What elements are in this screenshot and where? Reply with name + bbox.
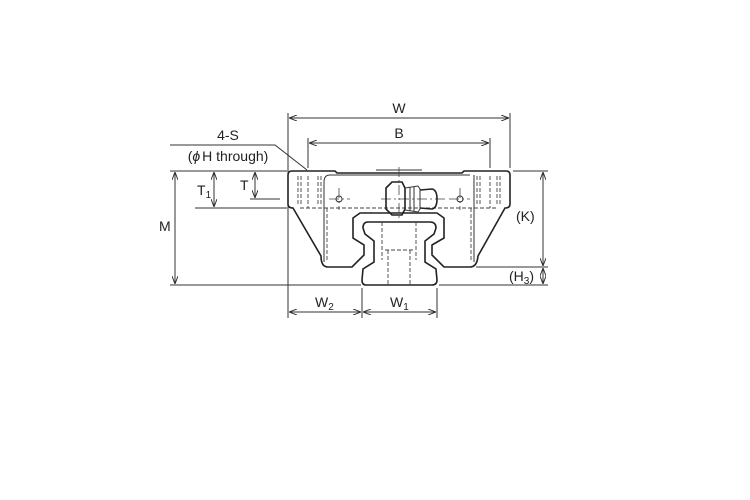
label-part: (H xyxy=(509,268,524,284)
extension-lines xyxy=(170,113,548,318)
label-part: T xyxy=(197,182,206,198)
label-part: H through) xyxy=(202,148,268,164)
drawing-stroke xyxy=(404,185,421,213)
label-part: ϕ xyxy=(192,148,200,164)
label-hole-count: 4-S xyxy=(217,127,239,143)
label-part: 3 xyxy=(524,276,530,287)
grease-nipple-icon xyxy=(385,181,438,216)
drawing-stroke xyxy=(409,187,415,211)
drawing-stroke xyxy=(287,170,511,268)
mounting-hole-left xyxy=(335,195,343,203)
label-M: M xyxy=(159,218,171,234)
drawing-stroke xyxy=(385,181,406,216)
label-part: 2 xyxy=(328,302,334,313)
rail xyxy=(361,221,438,286)
label-H3: (H3) xyxy=(509,268,534,287)
drawing-stroke xyxy=(419,188,438,210)
label-part: W xyxy=(390,294,404,310)
label-T: T xyxy=(240,177,249,193)
label-part: W xyxy=(315,294,329,310)
label-B: B xyxy=(394,125,403,141)
label-W: W xyxy=(392,100,406,116)
hole-leader-line xyxy=(170,144,308,171)
label-part: ) xyxy=(529,268,534,284)
label-W2: W2 xyxy=(315,294,334,313)
label-T1: T1 xyxy=(197,182,212,201)
label-part: ( xyxy=(188,148,193,164)
dimension-lines xyxy=(170,118,543,312)
label-K: (K) xyxy=(516,208,535,224)
label-part: 1 xyxy=(206,190,212,201)
mounting-hole-right xyxy=(456,195,464,203)
drawing-stroke xyxy=(323,174,475,262)
carriage-block xyxy=(287,167,511,286)
label-W1: W1 xyxy=(390,294,409,313)
label-part: 1 xyxy=(403,302,409,313)
